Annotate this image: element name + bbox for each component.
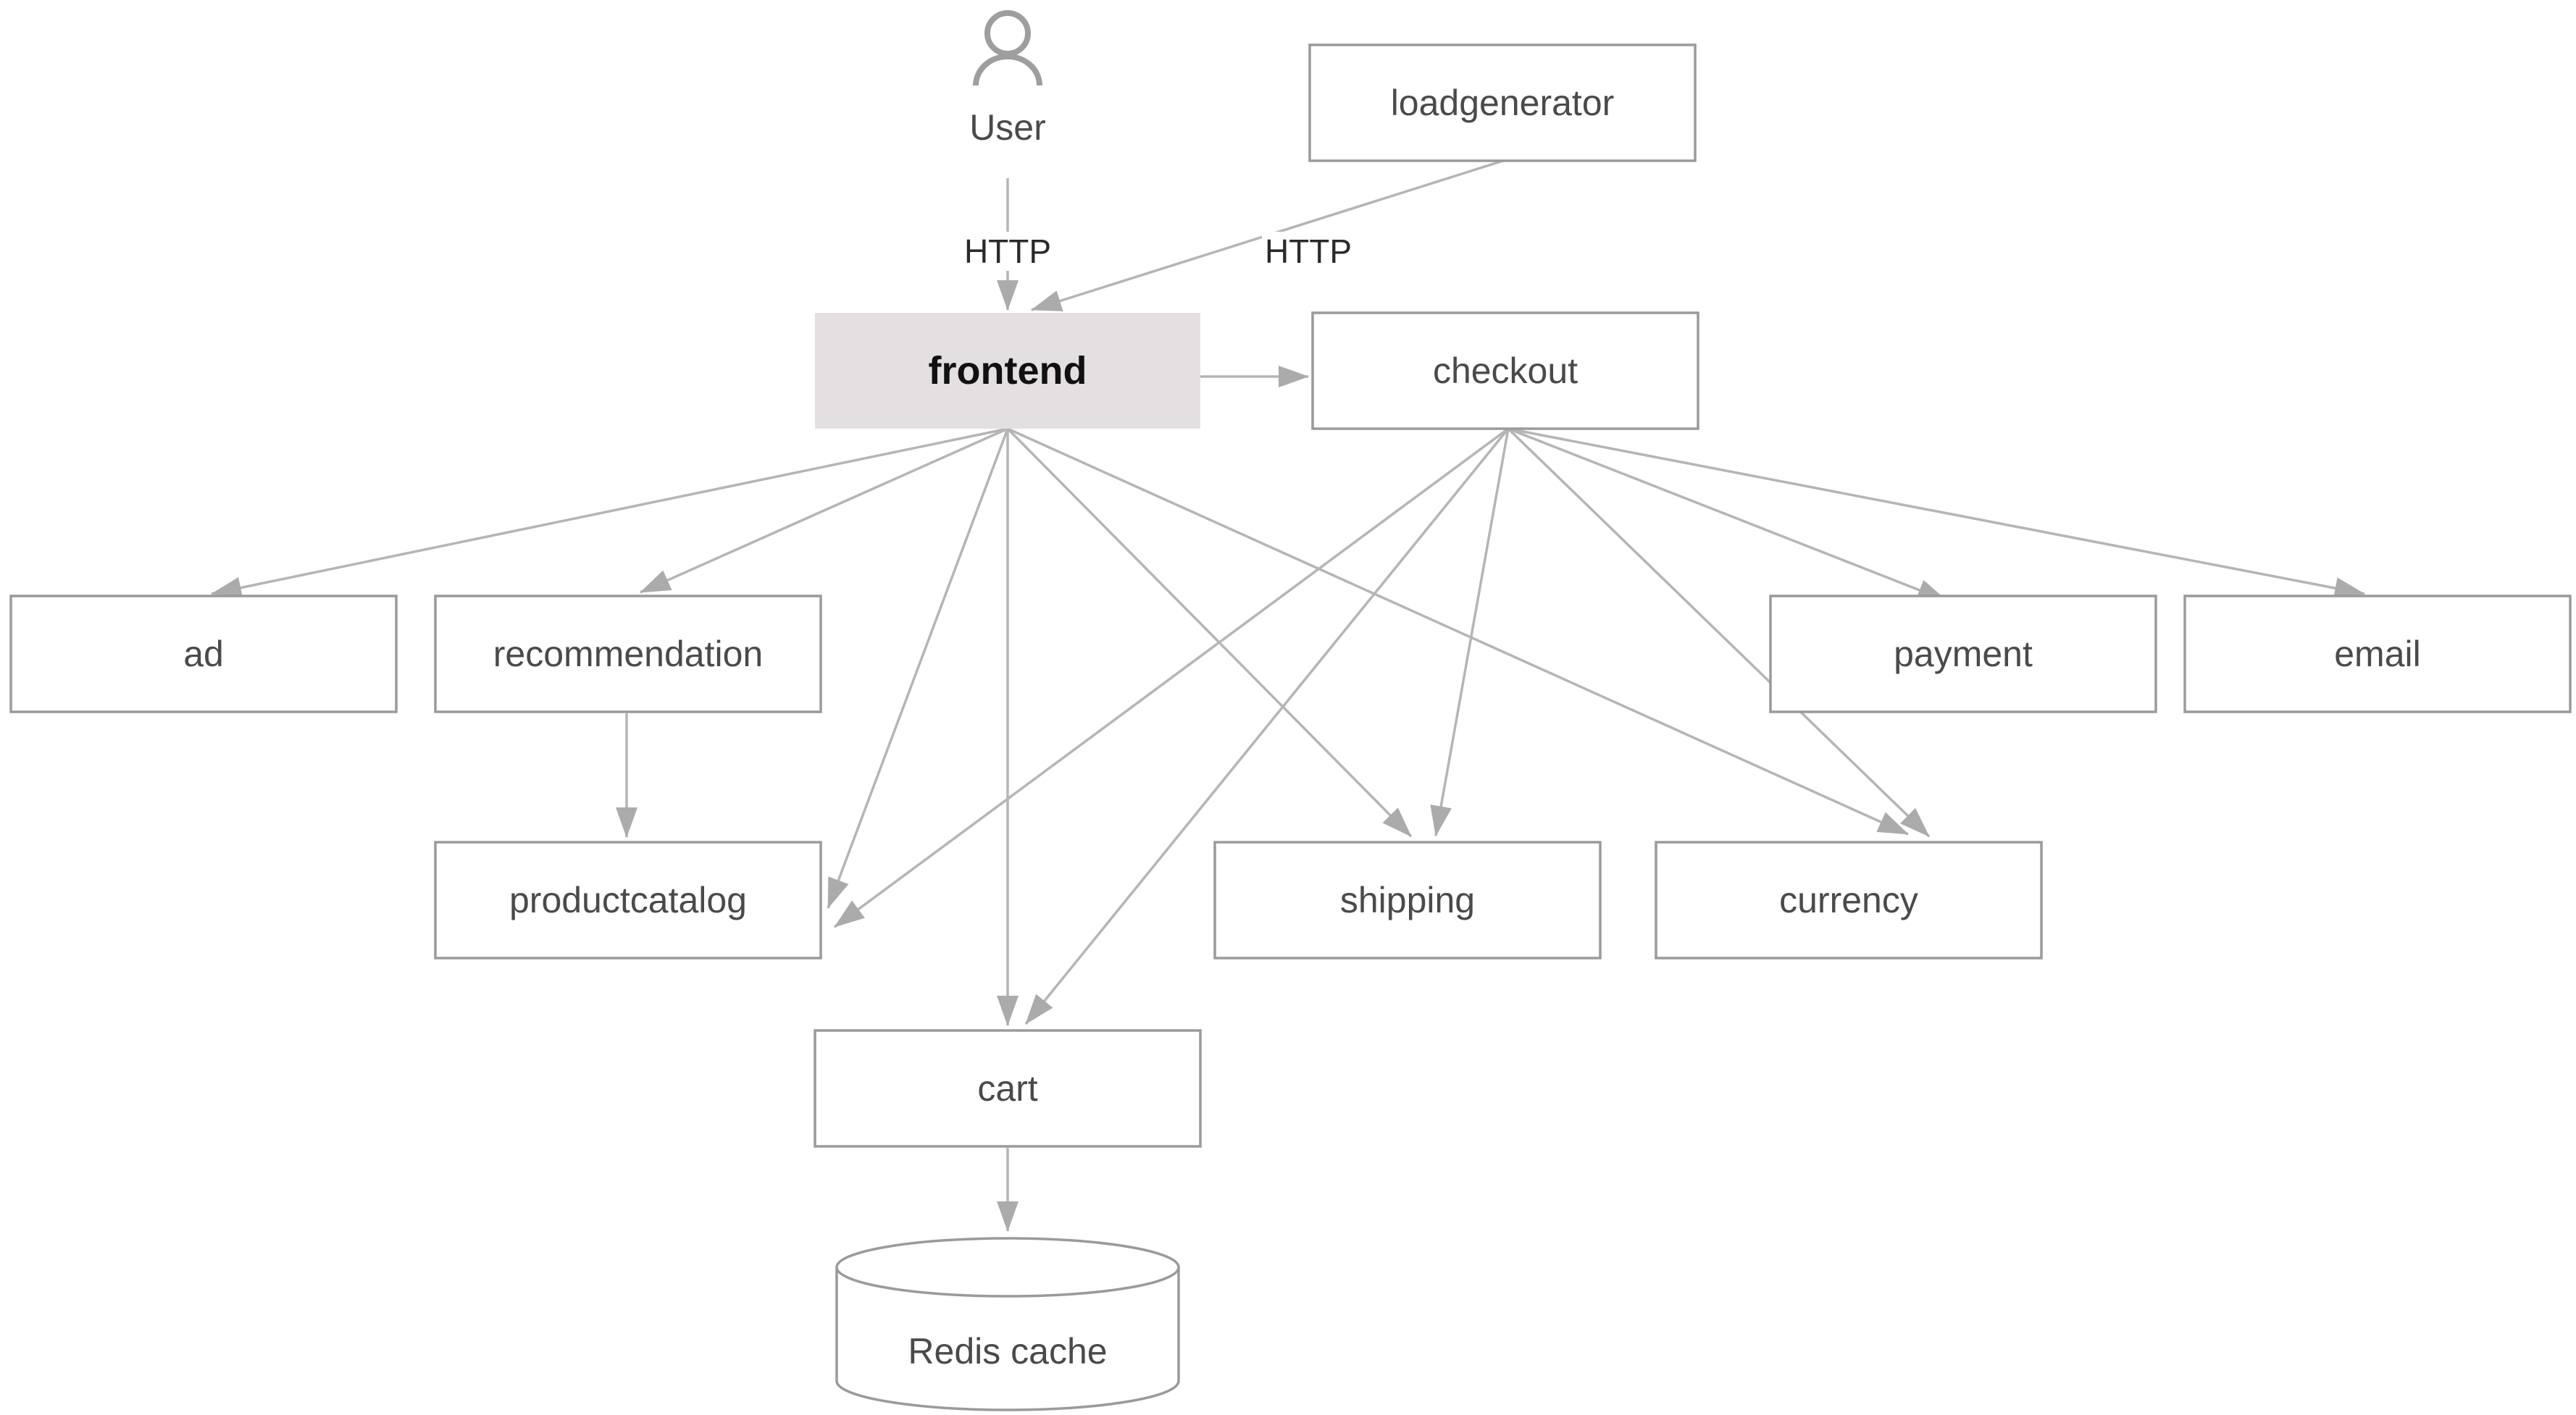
edge-frontend-ad [211,427,1008,599]
ad-box [9,595,398,713]
user-icon [973,10,1042,86]
node-label-productcatalog: productcatalog [509,880,747,920]
node-shipping: shipping [1213,841,1602,960]
edge-checkout-shipping [1430,428,1510,836]
recommendation-box [434,595,822,713]
node-loadgenerator: loadgenerator [1308,43,1697,162]
node-label-currency: currency [1779,880,1918,920]
node-label-email: email [2334,634,2420,674]
edge-checkout-email [1507,427,2365,599]
node-label-loadgenerator: loadgenerator [1391,83,1615,123]
node-label-checkout: checkout [1433,350,1578,391]
node-label-payment: payment [1894,634,2033,674]
node-checkout: checkout [1311,311,1699,430]
node-label-redis-cache: Redis cache [908,1331,1107,1372]
edge-frontend-currency [1007,427,1909,836]
node-frontend: frontend [815,313,1200,429]
edge-frontend-shipping [1006,427,1413,838]
node-recommendation: recommendation [434,595,822,713]
payment-box [1769,595,2157,713]
edge-label-bg [961,232,1055,271]
productcatalog-box [434,841,822,960]
loadgenerator-box [1308,43,1697,162]
frontend-box [815,313,1200,429]
node-label-user: User [969,107,1046,148]
node-label-ad: ad [183,634,224,674]
node-user: User [969,10,1046,148]
edge-checkout-cart [1024,427,1510,1025]
node-label-recommendation: recommendation [493,634,763,674]
node-ad: ad [9,595,398,713]
user-icon-head [984,10,1031,56]
database-cylinder-top [835,1237,1180,1298]
node-label-frontend: frontend [929,349,1087,392]
edge-checkout-currency [1507,427,1931,838]
edge-frontend-recommendation [640,427,1008,594]
edge-label-http-user: HTTP [964,232,1051,270]
edge-checkout-payment [1507,427,1948,602]
nodes-layer: User loadgenerator frontend checkout ad … [9,10,2572,1411]
node-currency: currency [1655,841,2043,960]
database-cylinder-icon [835,1237,1180,1411]
edge-checkout-productcatalog [833,427,1510,928]
email-box [2183,595,2572,713]
cart-box [814,1029,1202,1148]
node-payment: payment [1769,595,2157,713]
edge-frontend-productcatalog [827,428,1009,909]
checkout-box [1311,311,1699,430]
edge-label-bg [1262,232,1355,271]
edge-label-http-loadgenerator: HTTP [1265,232,1352,270]
node-productcatalog: productcatalog [434,841,822,960]
node-label-shipping: shipping [1340,880,1475,920]
user-icon-shoulders [973,54,1042,86]
node-label-cart: cart [977,1068,1037,1109]
node-cart: cart [814,1029,1202,1148]
shipping-box [1213,841,1602,960]
currency-box [1655,841,2043,960]
node-email: email [2183,595,2572,713]
edge-labels-layer: HTTP HTTP [961,232,1355,271]
edges-layer [211,159,2365,1232]
node-redis-cache: Redis cache [835,1237,1180,1411]
database-cylinder-body [835,1267,1180,1411]
